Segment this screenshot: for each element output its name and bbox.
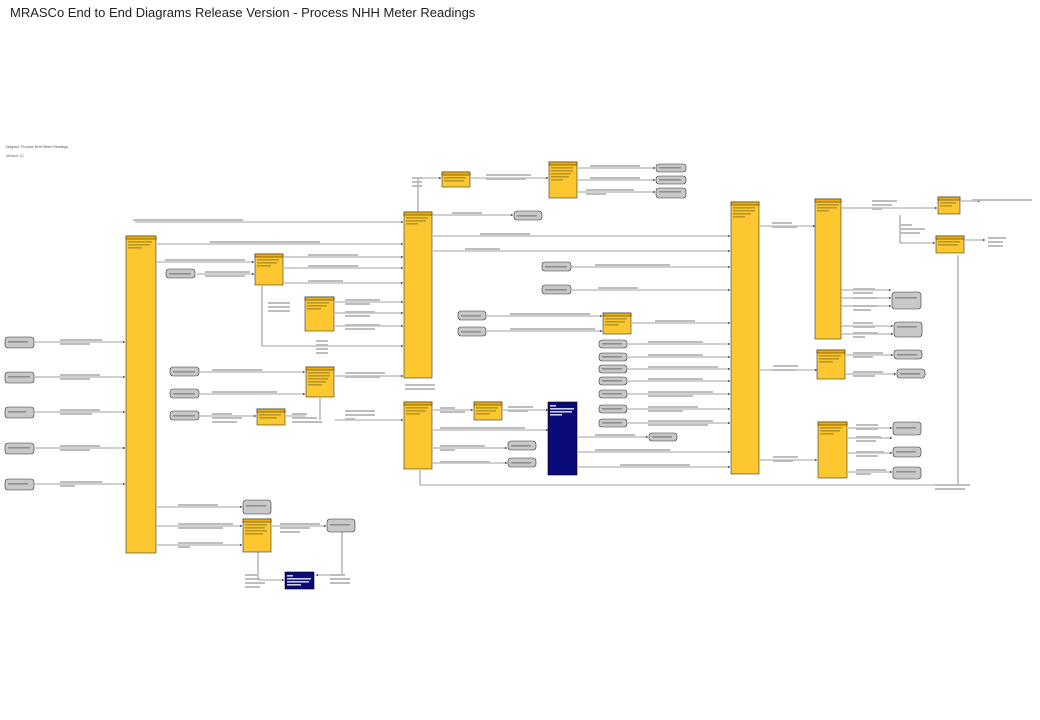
note-box-centre (547, 401, 578, 476)
page-title: MRASCo End to End Diagrams Release Versi… (10, 5, 476, 20)
entity-text-placeholders (8, 167, 920, 526)
note-boxes (284, 401, 578, 590)
process-column-far-right-header (814, 198, 842, 203)
process-box-a (254, 253, 284, 286)
external-entity (655, 187, 687, 199)
note-box-lower (284, 571, 315, 590)
process-box-i (816, 349, 846, 380)
diagram-name-label: Diagram: Process NHH Meter Readings (6, 145, 69, 149)
process-box-m (242, 518, 272, 553)
diagram-version-label: Version: 12 (6, 154, 24, 158)
process-column-centre-lower (403, 401, 433, 470)
external-entity (892, 466, 922, 480)
note-text-placeholders (287, 405, 574, 586)
process-column-right-header (730, 201, 760, 206)
process-column-far-right (814, 198, 842, 340)
connector-lines (35, 166, 986, 582)
process-column-left-header (125, 235, 157, 240)
process-box-j (817, 421, 848, 479)
external-entity (893, 321, 923, 338)
process-boxes (125, 161, 965, 554)
process-box-f (548, 161, 578, 199)
connector-labels (60, 165, 1032, 588)
process-column-right (730, 201, 760, 475)
external-entity (242, 499, 272, 515)
external-entity (891, 291, 922, 310)
external-entities (4, 163, 926, 533)
process-column-centre-upper (403, 211, 433, 379)
box-text-placeholders (128, 167, 960, 535)
process-column-left (125, 235, 157, 554)
process-column-centre-lower-header (403, 401, 433, 406)
process-column-centre-upper-header (403, 211, 433, 216)
process-box-b (304, 296, 335, 332)
